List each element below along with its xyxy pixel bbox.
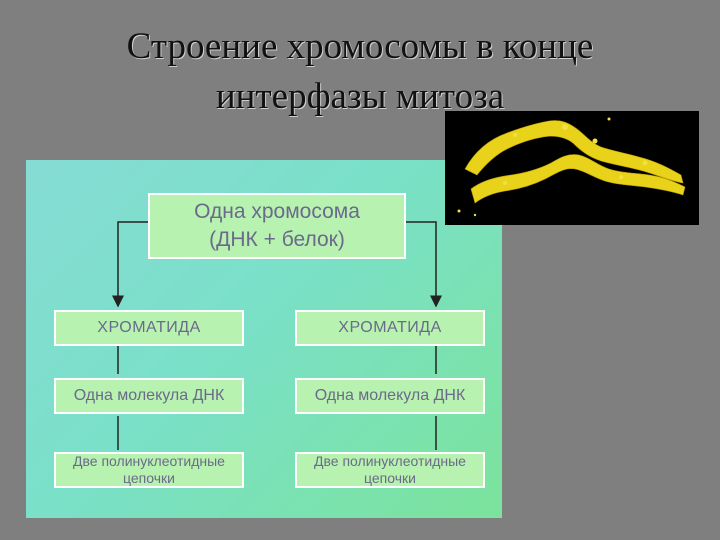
slide-title-line-1: Строение хромосомы в конце (126, 26, 594, 67)
dna-molecule-label-right: Одна молекула ДНК (314, 387, 466, 404)
dna-molecule-label-left: Одна молекула ДНК (73, 387, 225, 404)
chains-label-right-line-2: цепочки (364, 470, 416, 486)
diagram-connectors (112, 221, 442, 450)
chromatid-box-right: ХРОМАТИДА (295, 310, 485, 346)
chromatid-box-left: ХРОМАТИДА (54, 310, 244, 346)
chromosome-box-line-1: Одна хромосома (194, 200, 360, 223)
dna-molecule-box-right: Одна молекула ДНК (295, 378, 485, 414)
polynucleotide-chains-box-right: Две полинуклеотидные цепочки (295, 452, 485, 488)
chromatid-label-left: ХРОМАТИДА (97, 319, 201, 336)
chains-label-left-line-2: цепочки (123, 470, 175, 486)
chromosome-box: Одна хромосома (ДНК + белок) (148, 193, 406, 259)
chromosome-micrograph-image (457, 117, 686, 217)
chromatid-label-right: ХРОМАТИДА (338, 319, 442, 336)
chromosome-micrograph (445, 111, 699, 225)
slide-title-line-2: интерфазы митоза (215, 76, 505, 117)
slide-title: Строение хромосомы в конце интерфазы мит… (60, 22, 660, 122)
connector-left-arrow (112, 221, 148, 308)
chains-label-left-line-1: Две полинуклеотидные (73, 453, 225, 469)
connector-right-arrow (406, 221, 442, 308)
chromosome-structure-diagram: Одна хромосома (ДНК + белок) ХРОМАТИДА Х… (26, 160, 502, 518)
polynucleotide-chains-box-left: Две полинуклеотидные цепочки (54, 452, 244, 488)
chains-label-right-line-1: Две полинуклеотидные (314, 453, 466, 469)
dna-molecule-box-left: Одна молекула ДНК (54, 378, 244, 414)
chromosome-box-line-2: (ДНК + белок) (209, 228, 345, 251)
